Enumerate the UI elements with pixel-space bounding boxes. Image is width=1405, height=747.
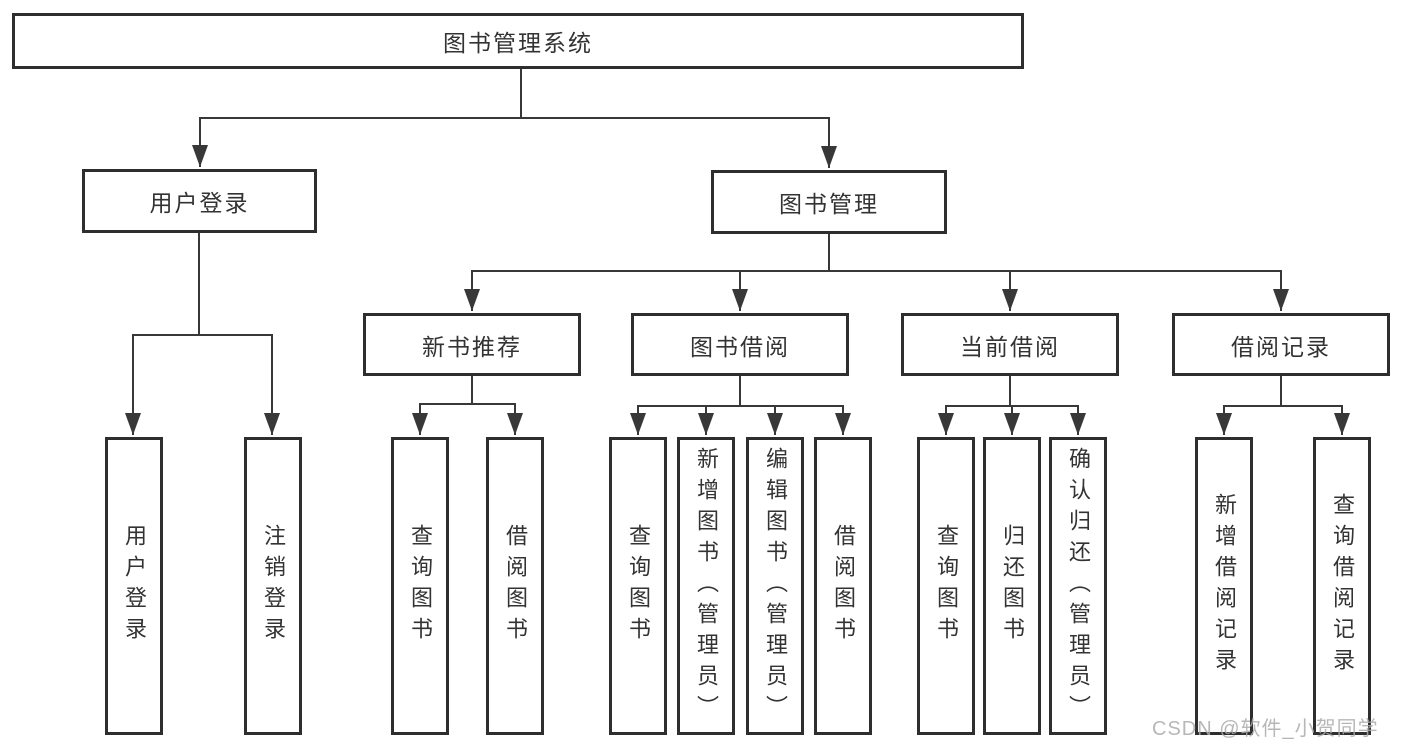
node-current-borrow: 当前借阅	[901, 313, 1119, 376]
leaf-borrow-books-recommend: 借阅图书	[486, 437, 544, 735]
node-book-management: 图书管理	[711, 170, 947, 234]
node-label: 当前借阅	[960, 333, 1060, 360]
node-label: 图书管理系统	[443, 30, 593, 56]
leaf-add-book-admin: 新增图书（管理员）	[677, 437, 735, 735]
leaf-edit-book-admin: 编辑图书（管理员）	[746, 437, 804, 735]
node-label: 新增图书（管理员）	[694, 446, 719, 726]
node-label: 查询借阅记录	[1330, 493, 1355, 679]
leaf-return-book: 归还图书	[983, 437, 1041, 735]
node-label: 借阅图书	[831, 524, 856, 648]
node-user-login: 用户登录	[82, 169, 317, 233]
leaf-borrow-books: 借阅图书	[814, 437, 872, 735]
csdn-watermark: CSDN @软件_小贺同学	[1152, 718, 1379, 740]
node-label: 确认归还（管理员）	[1066, 446, 1091, 726]
node-label: 查询图书	[408, 524, 433, 648]
leaf-add-borrow-record: 新增借阅记录	[1195, 437, 1253, 735]
node-root-system: 图书管理系统	[12, 13, 1024, 69]
node-label: 注销登录	[261, 524, 286, 648]
node-borrow-records: 借阅记录	[1172, 313, 1390, 376]
leaf-user-login: 用户登录	[105, 437, 163, 735]
node-label: 新增借阅记录	[1212, 493, 1237, 679]
node-label: 查询图书	[934, 524, 959, 648]
leaf-query-books-borrow: 查询图书	[609, 437, 667, 735]
node-label: 新书推荐	[422, 333, 522, 360]
leaf-confirm-return-admin: 确认归还（管理员）	[1049, 437, 1107, 735]
node-book-borrow: 图书借阅	[631, 313, 849, 376]
leaf-query-books-recommend: 查询图书	[391, 437, 449, 735]
node-label: 归还图书	[1000, 524, 1025, 648]
node-label: 图书借阅	[690, 333, 790, 360]
node-label: 编辑图书（管理员）	[763, 446, 788, 726]
node-label: 借阅记录	[1231, 333, 1331, 360]
node-label: 用户登录	[149, 190, 250, 216]
node-new-book-recommend: 新书推荐	[363, 313, 581, 376]
leaf-logout: 注销登录	[244, 437, 302, 735]
node-label: 借阅图书	[503, 524, 528, 648]
node-label: 查询图书	[626, 524, 651, 648]
node-label: 图书管理	[779, 191, 879, 217]
leaf-query-books-current: 查询图书	[917, 437, 975, 735]
leaf-query-borrow-record: 查询借阅记录	[1313, 437, 1371, 735]
node-label: 用户登录	[122, 524, 147, 648]
